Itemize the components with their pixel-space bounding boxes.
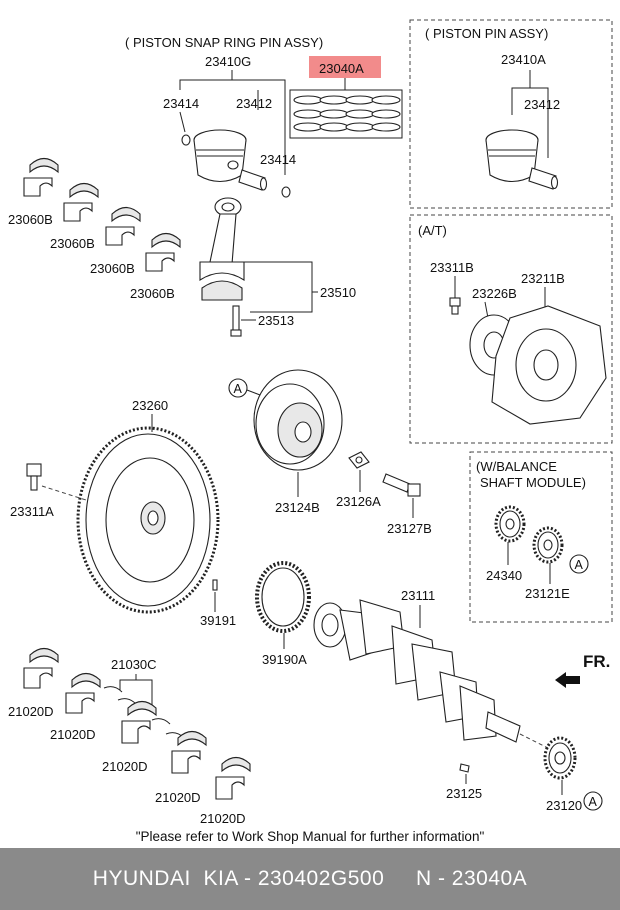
front-arrow-icon: [555, 672, 580, 688]
label-23513: 23513: [258, 313, 294, 328]
label-23124B: 23124B: [275, 500, 320, 515]
footer-bar: HYUNDAI KIA - 230402G500 N - 23040A: [0, 848, 620, 910]
flywheel-bolt-axis: [41, 485, 87, 501]
main-bearing-1: [23, 647, 59, 689]
reluctor-ring: [255, 561, 311, 633]
label-23127B: 23127B: [387, 521, 432, 536]
crank-damper-pulley: [253, 369, 343, 471]
label-39191: 39191: [200, 613, 236, 628]
label-23121E: 23121E: [525, 586, 570, 601]
label-24340: 24340: [486, 568, 522, 583]
label-23120: 23120: [546, 798, 582, 813]
label-21030C: 21030C: [111, 657, 157, 672]
label-23111: 23111: [401, 588, 435, 603]
label-23414-b: 23414: [260, 152, 296, 167]
group-box-balance-shaft: [469, 451, 613, 623]
ref-circle-a2: [569, 554, 589, 574]
crank-key-23125: [459, 763, 470, 773]
label-23226B: 23226B: [472, 286, 517, 301]
label-23126A: 23126A: [336, 494, 381, 509]
label-39190A: 39190A: [262, 652, 307, 667]
conrod-bolt: [230, 305, 242, 337]
label-21020D-4: 21020D: [155, 790, 201, 805]
conrod-bearing-1: [23, 157, 59, 197]
piston-pin-right: [528, 167, 559, 190]
at-drive-plate: [491, 305, 607, 425]
conrod-bearing-3: [105, 206, 141, 246]
main-bearing-5: [215, 756, 251, 800]
ref-a1: A: [234, 382, 243, 396]
piston-pin-left: [238, 169, 268, 191]
label-23510: 23510: [320, 285, 356, 300]
thrust-washers: [103, 686, 185, 739]
label-23125: 23125: [446, 786, 482, 801]
label-23260: 23260: [132, 398, 168, 413]
label-23414-a: 23414: [163, 96, 199, 111]
balance-gear-24340: [494, 505, 526, 543]
label-21020D-3: 21020D: [102, 759, 148, 774]
group-title-piston-pin: ( PISTON PIN ASSY): [425, 26, 548, 41]
label-23060B-2: 23060B: [50, 236, 95, 251]
group-title-balance-2: SHAFT MODULE): [480, 475, 586, 490]
crankshaft: [313, 599, 521, 743]
leader-23226B: [484, 301, 489, 319]
highlight-23040A: [309, 56, 381, 78]
piston-ring-set: [293, 95, 401, 132]
piston-left: [193, 129, 247, 183]
label-23211B: 23211B: [521, 271, 565, 286]
label-23412-b: 23412: [524, 97, 560, 112]
part-number-footer: HYUNDAI KIA - 230402G500 N - 23040A: [92, 867, 528, 890]
ref-a3: A: [589, 795, 598, 809]
label-fr: FR.: [583, 652, 610, 671]
pin-39191: [212, 579, 218, 591]
label-23410G: 23410G: [205, 54, 251, 69]
group-box-at: [409, 214, 613, 444]
flywheel: [76, 426, 220, 614]
exploded-parts-diagram: ( PISTON SNAP RING PIN ASSY) ( PISTON PI…: [8, 19, 613, 826]
workshop-manual-note: "Please refer to Work Shop Manual for fu…: [135, 829, 485, 844]
leader-23510: [244, 261, 313, 313]
label-23311A: 23311A: [10, 504, 54, 519]
connecting-rod: [199, 197, 245, 301]
label-23060B-3: 23060B: [90, 261, 135, 276]
ref-a2: A: [575, 558, 584, 572]
ref-circle-a3: [583, 791, 603, 811]
group-title-balance-1: (W/BALANCE: [476, 459, 557, 474]
snap-ring-left-a: [181, 134, 191, 146]
main-bearing-4: [171, 730, 207, 774]
ref-circle-a1: [228, 378, 248, 398]
main-bearing-3: [121, 700, 157, 744]
group-title-at: (A/T): [418, 223, 447, 238]
label-21020D-5: 21020D: [200, 811, 246, 826]
crank-nose-axis: [519, 733, 549, 749]
at-bolt: [449, 297, 461, 315]
label-21020D-2: 21020D: [50, 727, 96, 742]
label-21020D-1: 21020D: [8, 704, 54, 719]
balance-gear-23121E: [532, 526, 564, 564]
snap-ring-left-b: [281, 186, 291, 198]
label-23412-a: 23412: [236, 96, 272, 111]
group-box-piston-pin: [409, 19, 613, 209]
pulley-bolt: [382, 473, 421, 497]
conrod-bearing-2: [63, 182, 99, 222]
label-23040A: 23040A: [319, 61, 364, 76]
piston-ring-set-box: [289, 89, 403, 139]
group-title-piston-snap-ring: ( PISTON SNAP RING PIN ASSY): [125, 35, 323, 50]
leader-23414-a: [179, 111, 186, 133]
label-23311B: 23311B: [430, 260, 474, 275]
main-bearing-2: [65, 672, 101, 714]
flywheel-bolt: [26, 463, 42, 491]
label-23410A: 23410A: [501, 52, 546, 67]
conrod-bearing-4: [145, 232, 181, 272]
label-23060B-4: 23060B: [130, 286, 175, 301]
crank-sprocket: [543, 736, 577, 780]
pulley-washer: [348, 451, 370, 469]
label-23060B-1: 23060B: [8, 212, 53, 227]
